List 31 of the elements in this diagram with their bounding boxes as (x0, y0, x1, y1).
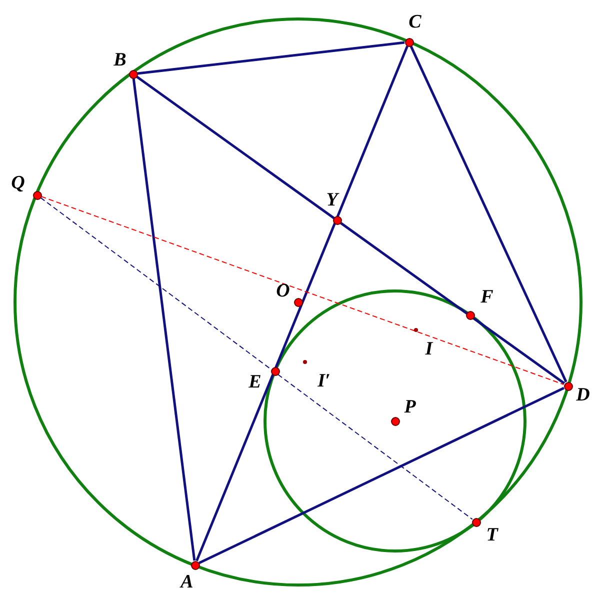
point-dot (472, 518, 480, 526)
point-label: E (248, 372, 262, 392)
point-dot (270, 366, 280, 376)
point-label: C (408, 12, 422, 32)
point-label: F (480, 288, 494, 306)
point-label: I (425, 340, 433, 358)
point-dot (466, 310, 474, 320)
dashed-line (40, 196, 564, 385)
dashed-line (40, 197, 473, 520)
point-dot (404, 38, 414, 46)
line-segment (410, 46, 568, 382)
point-dot (390, 416, 400, 426)
point-dot (294, 298, 302, 306)
point-label: O (276, 282, 290, 300)
line-segment (196, 46, 408, 562)
point-label: A (180, 572, 194, 592)
point-label: I′ (318, 372, 330, 390)
line-segment (136, 76, 566, 384)
point-label: D (576, 386, 590, 404)
line-segment (132, 78, 196, 561)
point-dot (414, 328, 418, 332)
point-dot (32, 190, 42, 200)
point-label: P (404, 398, 416, 416)
line-segment (137, 41, 405, 75)
point-dot (190, 560, 200, 570)
point-dot (303, 360, 307, 364)
line-segment (198, 386, 564, 564)
point-label: B (114, 50, 126, 70)
point-label: T (486, 526, 498, 544)
point-label: Y (326, 190, 338, 210)
point-label: Q (11, 174, 25, 192)
